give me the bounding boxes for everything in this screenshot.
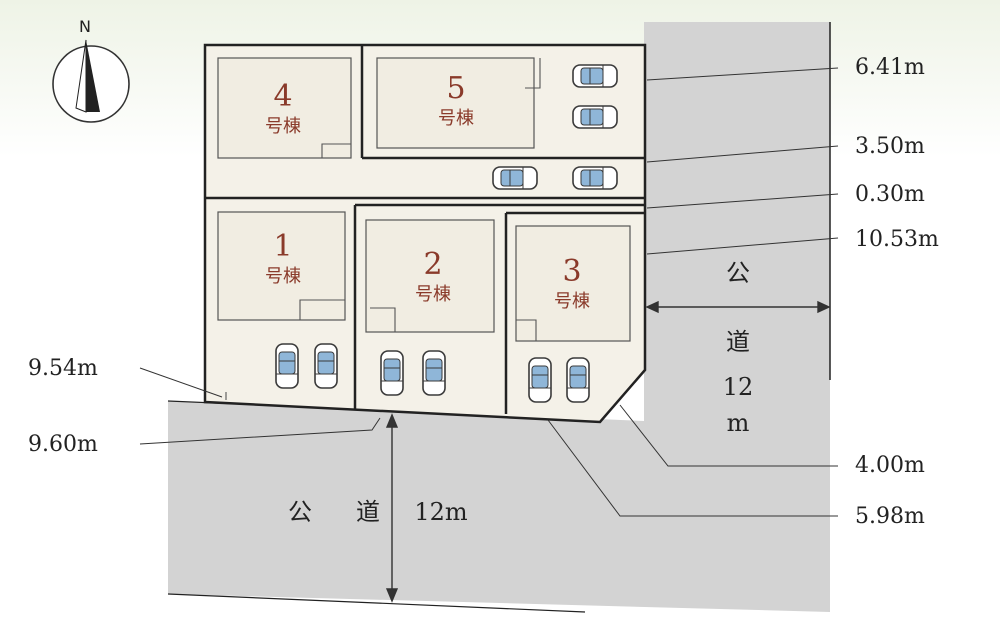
north-compass-icon: N xyxy=(52,17,130,123)
building-footprints xyxy=(217,57,631,342)
lot-5-footprint xyxy=(376,57,535,149)
dimension-label: 6.41m xyxy=(855,55,925,80)
north-label: N xyxy=(79,17,91,36)
car-icon xyxy=(528,357,552,403)
road-area xyxy=(168,22,830,612)
east-road-width-unit: m xyxy=(727,409,750,437)
dimension-label: 10.53m xyxy=(855,227,939,252)
dimension-leaders xyxy=(139,67,839,517)
lot-3-number: 3 xyxy=(562,254,581,289)
dimension-label: 4.00m xyxy=(855,453,925,478)
lot-3-footprint xyxy=(515,225,631,342)
south-road-label: 道 xyxy=(356,498,380,526)
lot-2-number: 2 xyxy=(423,247,442,282)
east-road-width: 12 xyxy=(723,373,754,401)
east-road-label: 道 xyxy=(726,328,750,356)
east-road-label: 公 xyxy=(726,259,750,287)
dimension-label: 0.30m xyxy=(855,182,925,207)
car-icon xyxy=(380,350,404,396)
car-icon xyxy=(492,166,538,190)
dimension-label: 9.60m xyxy=(28,432,98,457)
car-icon xyxy=(275,343,299,389)
dimension-label: 5.98m xyxy=(855,504,925,529)
lot-3-suffix: 号棟 xyxy=(554,291,590,312)
road-width-arrows xyxy=(385,300,831,603)
car-icon xyxy=(422,350,446,396)
lot-1-number: 1 xyxy=(273,229,292,264)
lot-2-suffix: 号棟 xyxy=(415,284,451,305)
car-icon xyxy=(572,166,618,190)
lot-4-suffix: 号棟 xyxy=(265,116,301,137)
car-icon xyxy=(314,343,338,389)
dimension-label: 3.50m xyxy=(855,134,925,159)
lot-1-suffix: 号棟 xyxy=(265,266,301,287)
lot-4-footprint xyxy=(217,57,352,159)
lot-4-number: 4 xyxy=(273,79,292,114)
lot-2-footprint xyxy=(365,219,495,333)
car-icon xyxy=(572,105,618,129)
lot-1-footprint xyxy=(217,211,346,321)
dimension-label: 9.54m xyxy=(28,356,98,381)
lot-boundaries xyxy=(205,45,645,414)
south-road-label: 公 xyxy=(288,498,312,526)
lot-5-suffix: 号棟 xyxy=(438,108,474,129)
south-road-width: 12m xyxy=(414,498,468,526)
car-icon xyxy=(572,64,618,88)
lot-5-number: 5 xyxy=(446,71,465,106)
car-icon xyxy=(566,357,590,403)
